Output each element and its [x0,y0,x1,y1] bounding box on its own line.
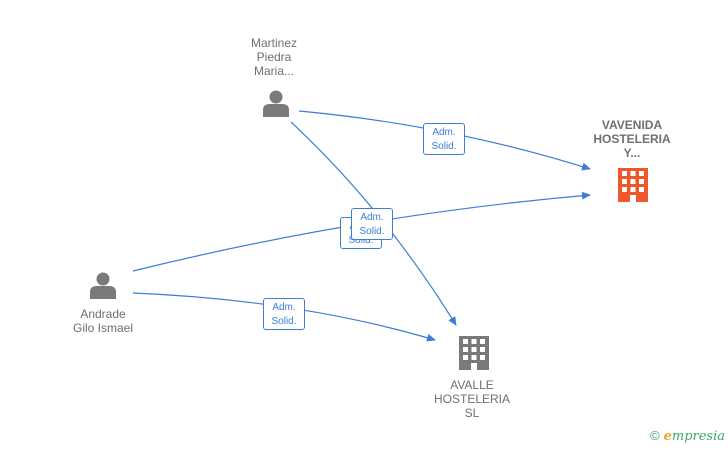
copyright-icon: © [650,428,660,443]
label-line: Martinez [250,36,297,50]
relation-line: Solid. [431,141,457,152]
person-icon[interactable] [90,272,116,300]
relation-badge[interactable]: Adm. Solid. [423,123,465,155]
relation-badge[interactable]: Adm. Solid. [263,298,305,330]
relation-line: Adm. [360,212,384,223]
brand-watermark: ©empresia [650,428,725,444]
label-line: AVALLE [450,378,494,392]
relation-line: Adm. [272,302,296,313]
label-line: VAVENIDA [601,118,663,132]
label-line: Andrade [80,307,126,321]
label-line: Gilo Ismael [72,321,134,335]
label-line: HOSTELERIA [593,132,671,146]
node-label-avalle[interactable]: AVALLE HOSTELERIA SL [424,378,520,420]
node-label-martinez[interactable]: Martinez Piedra Maria... [231,36,317,78]
relation-line: Solid. [359,226,385,237]
person-icon[interactable] [263,90,289,118]
relation-line: Solid. [271,316,297,327]
building-icon[interactable] [618,168,648,202]
building-icon[interactable] [459,336,489,370]
node-label-vavenida[interactable]: VAVENIDA HOSTELERIA Y... [584,118,680,160]
label-line: Maria... [253,64,294,78]
label-line: Y... [623,146,641,160]
brand-name: mpresia [671,429,726,444]
label-line: SL [464,406,480,420]
relation-line: Adm. [432,127,456,138]
relation-badge[interactable]: Adm. Solid. [351,208,393,240]
brand-initial: e [663,429,672,444]
label-line: Piedra [256,50,292,64]
node-label-andrade[interactable]: Andrade Gilo Ismael [55,307,151,335]
relation-line: Solid. [348,235,374,246]
label-line: HOSTELERIA [433,392,511,406]
